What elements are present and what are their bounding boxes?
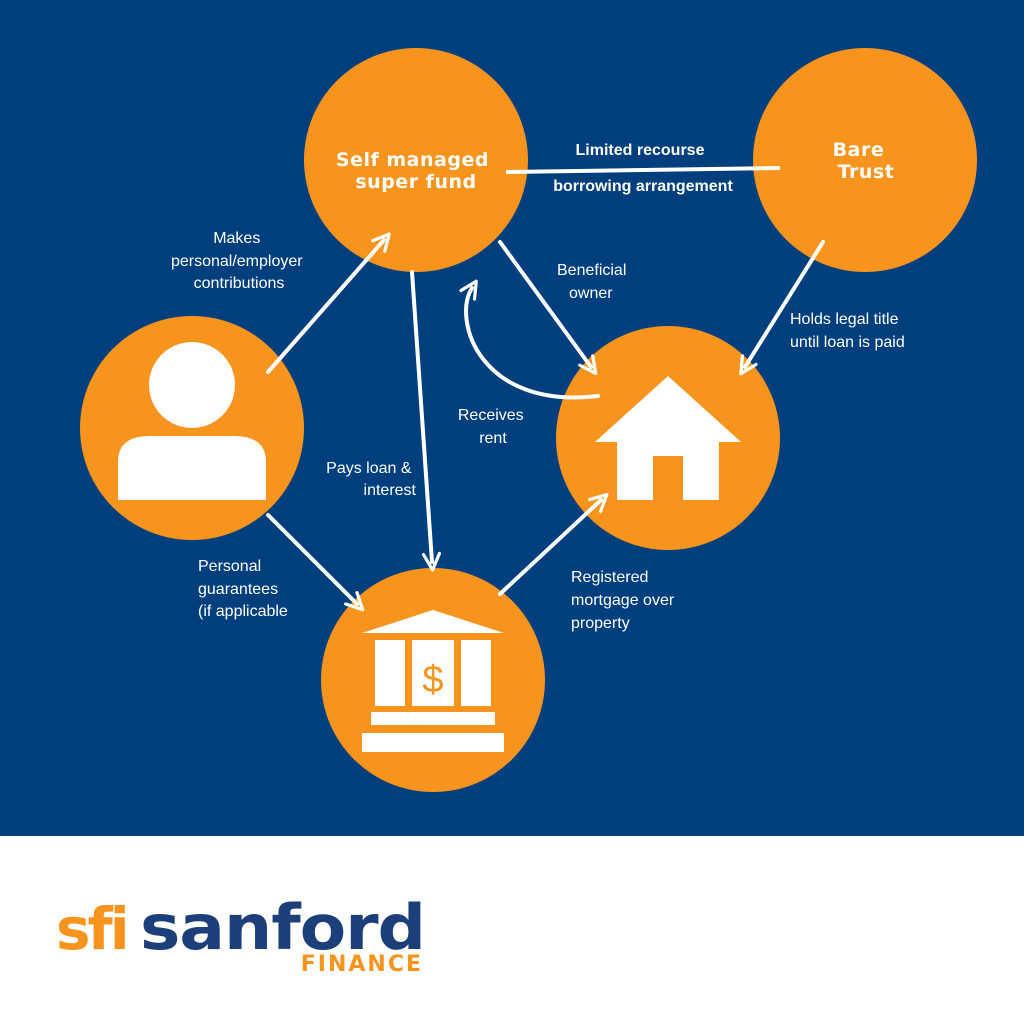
logo-name: sanford bbox=[140, 891, 425, 964]
legal-title-label: Holds legal title until loan is paid bbox=[790, 311, 905, 351]
lrba-connector-line bbox=[505, 166, 781, 174]
smsf-title: Self managed super fund bbox=[336, 149, 496, 193]
guarantees-arrow bbox=[266, 513, 365, 612]
mortgage-label: Registered mortgage over property bbox=[571, 569, 679, 632]
logo-mark: sfi bbox=[56, 895, 127, 963]
sanford-finance-logo: sfi sanford FINANCE bbox=[56, 891, 426, 977]
contributions-arrow bbox=[266, 232, 391, 374]
legal-title-arrow bbox=[739, 240, 825, 376]
beneficial-owner-label: Beneficial owner bbox=[557, 262, 631, 302]
lrba-label-line2: borrowing arrangement bbox=[553, 178, 733, 195]
person-icon bbox=[118, 342, 266, 500]
diagram-canvas: Self managed super fund Bare Trust Limit… bbox=[80, 48, 977, 792]
rent-arrow bbox=[459, 279, 600, 400]
bare-trust-node bbox=[753, 48, 977, 272]
contributions-label: Makes personal/employer contributions bbox=[171, 230, 307, 292]
smsf-title-line1: Self managed bbox=[336, 149, 489, 171]
guarantees-label: Personal guarantees (if applicable bbox=[198, 558, 288, 620]
bank-icon: $ bbox=[362, 610, 504, 752]
smsf-title-line2: super fund bbox=[355, 171, 476, 193]
bare-trust-title-line1: Bare bbox=[833, 139, 885, 161]
loan-arrow bbox=[410, 270, 442, 572]
house-icon bbox=[595, 376, 741, 500]
rent-label: Receives rent bbox=[458, 407, 528, 447]
logo-tagline: FINANCE bbox=[301, 952, 423, 977]
dollar-sign: $ bbox=[422, 659, 443, 701]
mortgage-arrow bbox=[498, 492, 609, 596]
bare-trust-title: Bare Trust bbox=[833, 139, 895, 183]
lrba-label-line1: Limited recourse bbox=[576, 142, 705, 159]
footer: sfi sanford FINANCE bbox=[0, 836, 1024, 1024]
loan-label: Pays loan & interest bbox=[326, 460, 416, 499]
smsf-node bbox=[304, 48, 528, 272]
smsf-diagram: Self managed super fund Bare Trust Limit… bbox=[0, 0, 1024, 836]
beneficial-owner-arrow bbox=[498, 240, 598, 376]
bare-trust-title-line2: Trust bbox=[838, 161, 895, 183]
